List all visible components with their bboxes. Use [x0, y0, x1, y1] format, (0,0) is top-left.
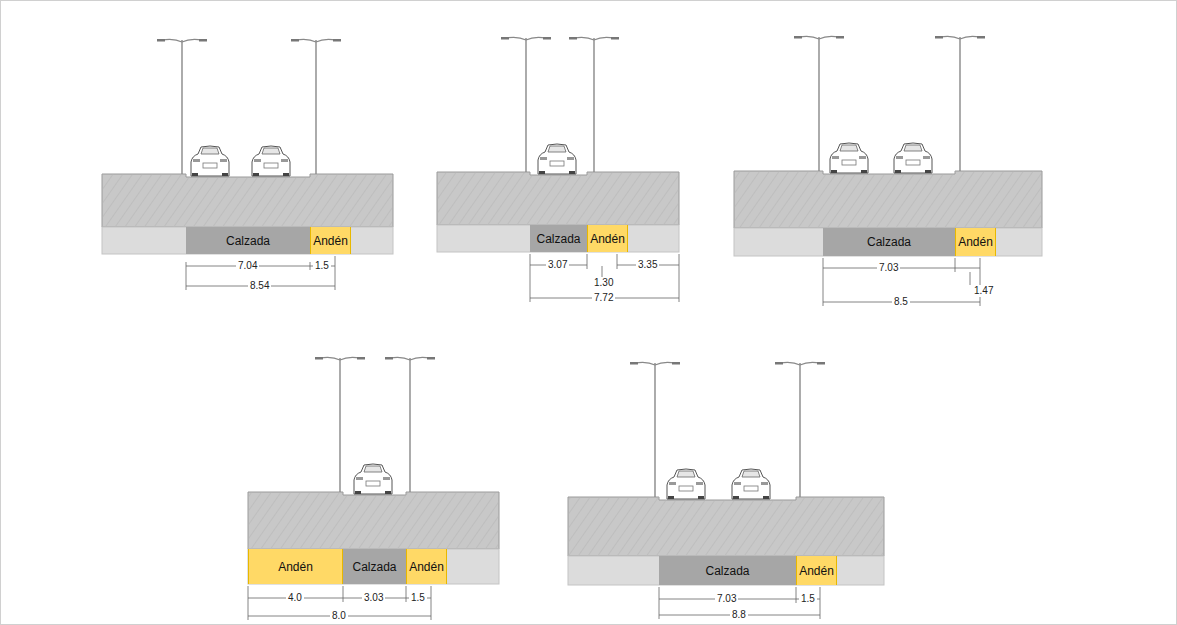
- sidewalk-box: Andén: [955, 228, 996, 256]
- dimension-label: 1.5: [799, 593, 817, 605]
- dimension-label: 7.03: [877, 262, 900, 274]
- sidewalk-box: Andén: [587, 225, 628, 252]
- dimension-label: 4.0: [286, 592, 304, 604]
- carriageway-box: Calzada: [659, 556, 796, 585]
- dimension-label: 7.03: [715, 593, 738, 605]
- dimension-label: 3.07: [546, 259, 569, 271]
- sidewalk-box: Andén: [406, 549, 447, 584]
- box-label: Calzada: [867, 235, 911, 249]
- box-label: Andén: [799, 564, 834, 578]
- dimension-label: 8.8: [730, 609, 748, 621]
- sidewalk-box: Andén: [796, 556, 837, 585]
- box-label: Calzada: [705, 564, 749, 578]
- dimension-label: 1.5: [313, 260, 331, 272]
- dimension-label: 8.0: [330, 610, 348, 622]
- dimension-label: 3.03: [362, 592, 385, 604]
- carriageway-box: Calzada: [530, 225, 587, 252]
- sidewalk-box: Andén: [310, 227, 351, 254]
- dimension-label: 7.04: [236, 260, 259, 272]
- dimension-label: 8.5: [892, 296, 910, 308]
- box-label: Andén: [958, 235, 993, 249]
- dimension-label: 1.5: [409, 592, 427, 604]
- dimension-label: 1.30: [592, 277, 615, 289]
- dimension-label: 8.54: [248, 280, 271, 292]
- box-label: Calzada: [536, 232, 580, 246]
- dimension-label: 1.47: [972, 285, 995, 297]
- box-label: Andén: [313, 234, 348, 248]
- carriageway-box: Calzada: [823, 228, 955, 256]
- box-label: Andén: [590, 232, 625, 246]
- carriageway-box: Calzada: [186, 227, 310, 254]
- box-label: Calzada: [226, 234, 270, 248]
- box-label: Calzada: [352, 560, 396, 574]
- dimension-label: 7.72: [592, 292, 615, 304]
- box-label: Andén: [409, 560, 444, 574]
- sidewalk-box: Andén: [248, 549, 343, 584]
- dimension-label: 3.35: [636, 259, 659, 271]
- box-label: Andén: [278, 560, 313, 574]
- carriageway-box: Calzada: [343, 549, 406, 584]
